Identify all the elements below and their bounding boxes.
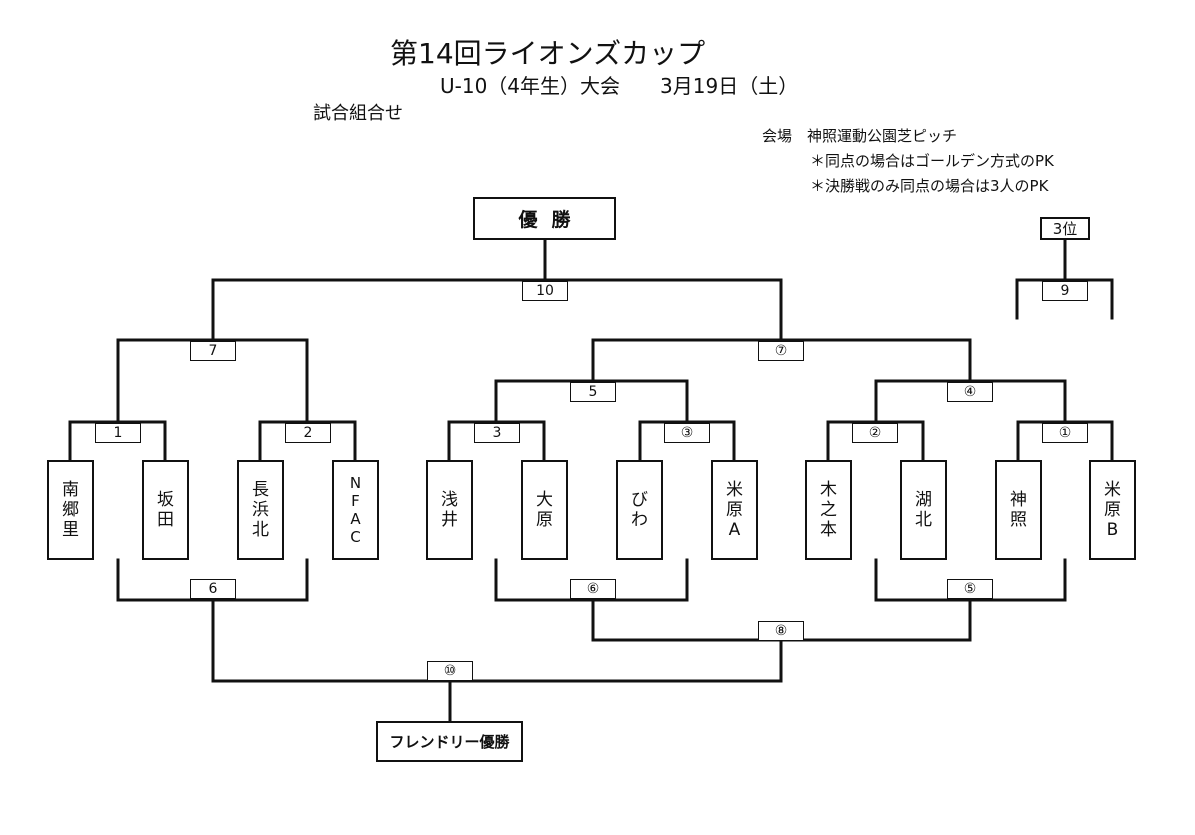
- match-label-5c: ⑤: [947, 579, 993, 599]
- bracket-line-semifinal-left: [116, 338, 309, 424]
- match-label-8c: ⑧: [758, 621, 804, 641]
- match-label-3: 3: [474, 423, 520, 443]
- team-box: 長浜北: [237, 460, 284, 560]
- match-label-2c: ②: [852, 423, 898, 443]
- team-box: びわ: [616, 460, 663, 560]
- match-label-5: 5: [570, 382, 616, 402]
- bracket-line-semifinal-right: [591, 338, 972, 383]
- match-label-6: 6: [190, 579, 236, 599]
- team-box: 湖北: [900, 460, 947, 560]
- match-label-3c: ③: [664, 423, 710, 443]
- bracket-line-match8c: [591, 638, 972, 683]
- final-tiebreak-rule-note: ＊決勝戦のみ同点の場合は3人のPK: [810, 177, 1049, 195]
- bracket-line-match3: [447, 420, 546, 462]
- team-box: 大原: [521, 460, 568, 560]
- bracket-line-match4c: [874, 379, 1067, 424]
- team-box: 浅井: [426, 460, 473, 560]
- venue-note: 会場 神照運動公園芝ピッチ: [762, 127, 958, 145]
- bracket-line-match6c: [494, 558, 689, 642]
- match-label-6c: ⑥: [570, 579, 616, 599]
- bracket-line-match10c: [211, 679, 783, 724]
- bracket-line-match5c: [874, 558, 1067, 642]
- champion-box: 優勝: [473, 197, 616, 240]
- team-box: 南郷里: [47, 460, 94, 560]
- friendly-champion-box: フレンドリー優勝: [376, 721, 523, 762]
- team-box: 神照: [995, 460, 1042, 560]
- bracket-line-match1: [68, 420, 167, 462]
- bracket-line-third-place: [1015, 238, 1114, 320]
- tournament-subtitle: U-10（4年生）大会 3月19日（土）: [440, 74, 799, 98]
- bracket-line-match5: [494, 379, 689, 424]
- match-label-7: 7: [190, 341, 236, 361]
- match-label-10: 10: [522, 281, 568, 301]
- page-title: 第14回ライオンズカップ: [390, 37, 706, 70]
- bracket-line-match2: [258, 420, 357, 462]
- team-box: 坂田: [142, 460, 189, 560]
- match-label-4c: ④: [947, 382, 993, 402]
- bracket-line-match6: [116, 558, 309, 683]
- match-label-10c: ⑩: [427, 661, 473, 681]
- match-label-1c: ①: [1042, 423, 1088, 443]
- bracket-line-match3c: [638, 420, 736, 462]
- bracket-line-final: [211, 238, 783, 342]
- tiebreak-rule-note: ＊同点の場合はゴールデン方式のPK: [810, 152, 1054, 170]
- match-label-2: 2: [285, 423, 331, 443]
- third-place-box: 3位: [1040, 217, 1090, 240]
- match-label-1: 1: [95, 423, 141, 443]
- bracket-line-match2c: [826, 420, 925, 462]
- section-heading: 試合組合せ: [313, 103, 403, 124]
- bracket-line-match1c: [1016, 420, 1114, 462]
- match-label-9: 9: [1042, 281, 1088, 301]
- match-label-7c: ⑦: [758, 341, 804, 361]
- team-box: 木之本: [805, 460, 852, 560]
